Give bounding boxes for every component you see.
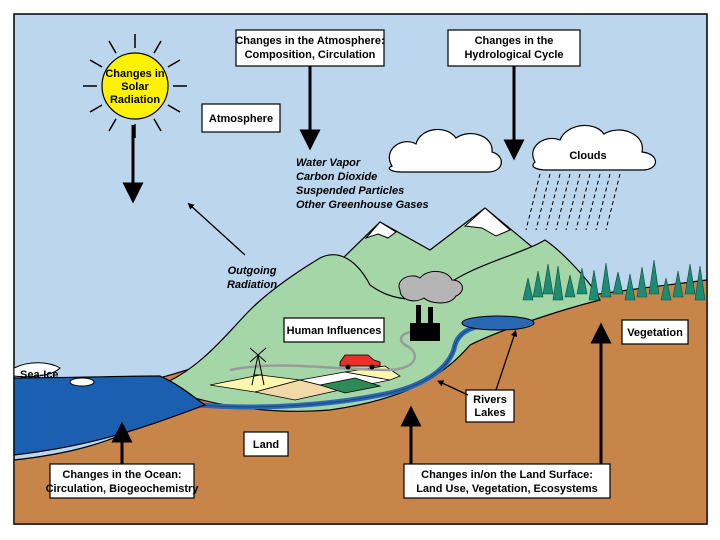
tree (694, 265, 706, 301)
tree (648, 259, 660, 295)
smokestack-1 (416, 305, 421, 323)
road (229, 330, 421, 372)
hydrological-line2: Hydrological Cycle (464, 49, 563, 61)
human-influences-label: Human Influences (287, 325, 382, 337)
windmill (249, 347, 267, 386)
vegetation-box (621, 319, 689, 345)
tree (624, 273, 636, 301)
sea-ice-floe (13, 362, 61, 378)
lake-pointer-arrow (495, 329, 518, 391)
tree (672, 270, 684, 298)
snow-cap-right (463, 207, 511, 237)
sun-label-line2: Solar (121, 81, 149, 93)
snow-cap-left (364, 221, 397, 240)
rain-streak (595, 173, 611, 231)
tree (522, 277, 534, 301)
land-surface-changes-box (403, 463, 611, 499)
forest (522, 259, 706, 301)
rain-streak (575, 173, 591, 231)
sun-ray (108, 40, 117, 54)
sun-ray (89, 59, 103, 68)
tree (542, 263, 554, 295)
gas-item-1: Water Vapor (296, 157, 361, 169)
tree (576, 267, 588, 295)
tree (600, 262, 612, 298)
smokestack-2 (428, 307, 433, 323)
gas-item-2: Carbon Dioxide (296, 171, 377, 183)
factory (410, 323, 440, 341)
gas-item-4: Other Greenhouse Gases (296, 199, 429, 211)
rain-streak (535, 173, 551, 231)
atmosphere-changes-line1: Changes in the Atmosphere: (235, 35, 384, 47)
rain (525, 173, 621, 231)
car (339, 354, 381, 370)
sun-ray (89, 104, 103, 113)
cloud-left (388, 128, 502, 173)
hydrological-line1: Changes in the (475, 35, 554, 47)
outgoing-radiation-arrow (187, 202, 246, 256)
sun-ray (153, 40, 162, 54)
vegetation-label: Vegetation (627, 327, 683, 339)
rain-streak (585, 173, 601, 231)
sun: Changes in Solar Radiation (83, 34, 187, 138)
smoke-cloud (398, 271, 463, 304)
outgoing-line2: Radiation (227, 279, 277, 291)
outgoing-line1: Outgoing (228, 265, 277, 277)
rain-streak (605, 173, 621, 231)
field-4 (318, 377, 382, 394)
rain-streak (545, 173, 561, 231)
land-label: Land (253, 439, 279, 451)
rain-streak (565, 173, 581, 231)
sun-ray (167, 104, 181, 113)
tree (636, 266, 648, 298)
tree (660, 277, 672, 301)
atmosphere-label: Atmosphere (209, 113, 273, 125)
rain-streak (525, 173, 541, 231)
tree (684, 263, 696, 295)
tree (532, 270, 544, 298)
land-surface-line2: Land Use, Vegetation, Ecosystems (416, 483, 598, 495)
land-surface-line1: Changes in/on the Land Surface: (421, 469, 593, 481)
human-influences-box (283, 317, 385, 343)
rivers-lakes-box (465, 389, 515, 423)
rivers-lakes-line2: Lakes (474, 407, 505, 419)
sun-disc (101, 52, 169, 120)
rain-streak (555, 173, 571, 231)
tree (552, 265, 564, 301)
ocean (13, 375, 207, 456)
lake (461, 315, 535, 331)
sun-label-line3: Radiation (110, 94, 160, 106)
clouds-label: Clouds (569, 150, 606, 162)
sea-ice-label: Sea-Ice (20, 369, 59, 381)
ocean-changes-box (49, 463, 195, 499)
rivers-lakes-line1: Rivers (473, 394, 507, 406)
sun-ray (167, 59, 181, 68)
river-pointer-arrow (437, 380, 469, 396)
tree (564, 274, 576, 298)
land-box (243, 431, 289, 457)
ice-chunk (69, 377, 95, 387)
gas-item-3: Suspended Particles (296, 185, 404, 197)
atmosphere-changes-line2: Composition, Circulation (245, 49, 376, 61)
ocean-changes-line2: Circulation, Biogeochemistry (46, 483, 200, 495)
tree (612, 271, 624, 295)
sun-label-line1: Changes in (105, 68, 165, 80)
sun-ray (153, 118, 162, 132)
atmosphere-label-box (201, 103, 281, 133)
sun-ray (108, 118, 117, 132)
ocean-changes-line1: Changes in the Ocean: (62, 469, 181, 481)
cloud-right (532, 124, 657, 171)
tree (588, 269, 600, 301)
river (199, 321, 521, 410)
